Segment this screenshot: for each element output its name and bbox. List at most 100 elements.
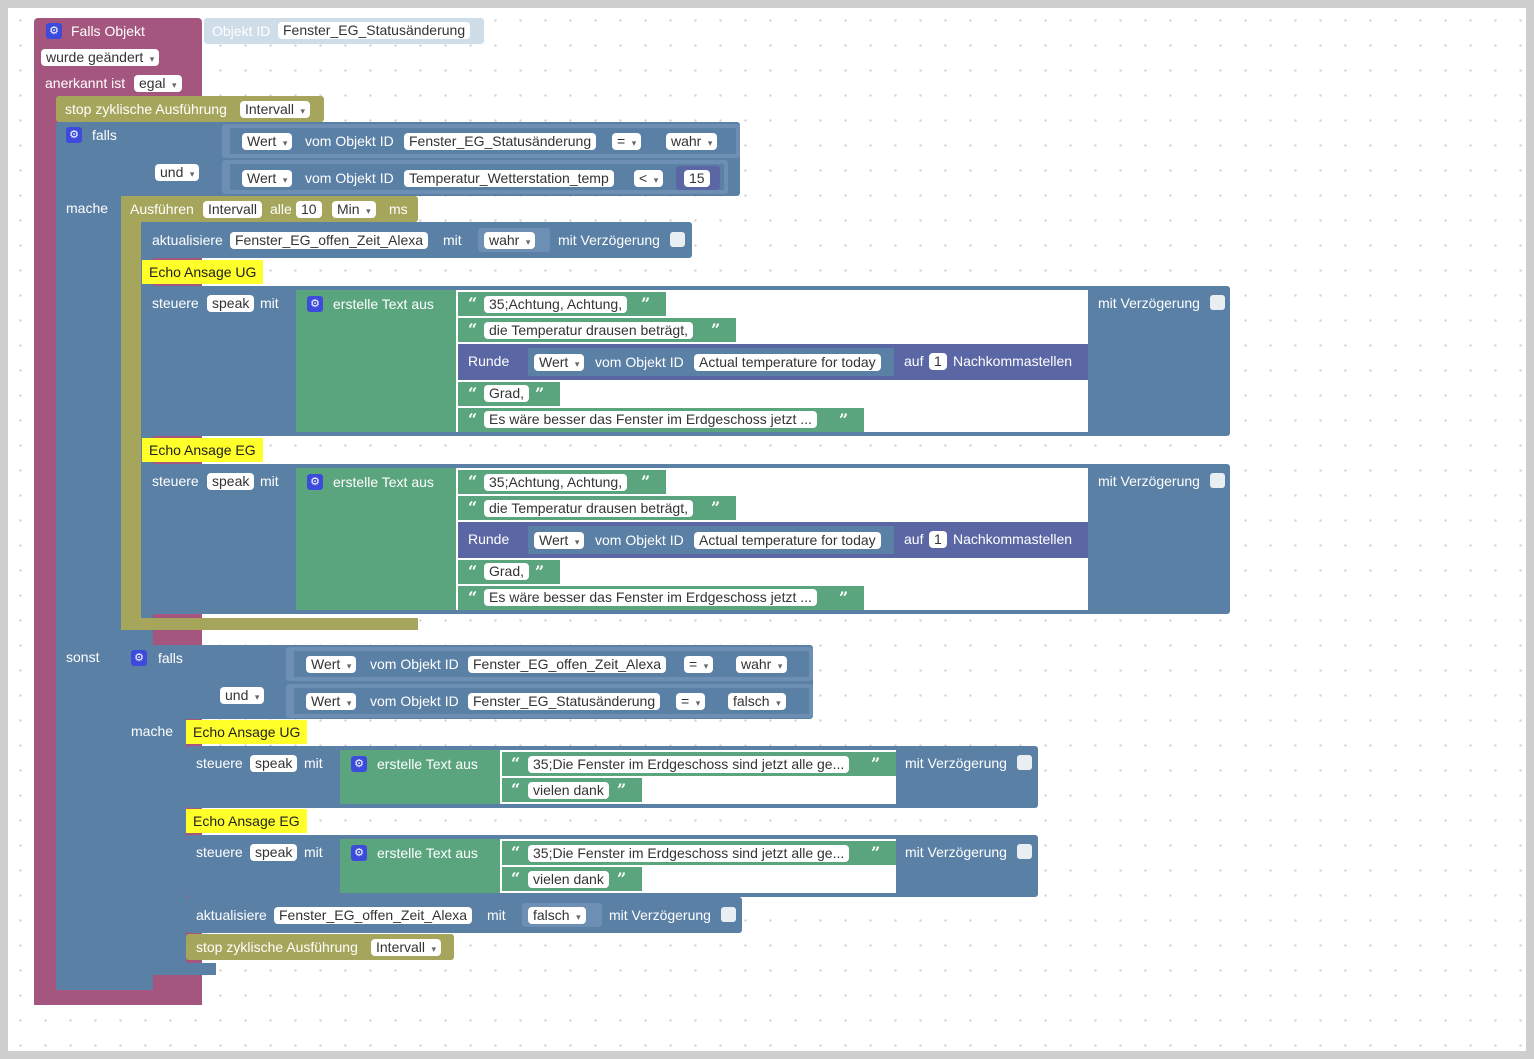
operator-dropdown[interactable]: =	[676, 693, 706, 710]
gear-icon[interactable]: ⚙	[307, 296, 323, 312]
object-id-label: vom Objekt ID	[370, 656, 459, 672]
control-object-field[interactable]: speak	[207, 295, 255, 312]
quote-close-icon: ”	[535, 384, 545, 403]
value-dropdown[interactable]: Wert	[306, 693, 357, 710]
text-literal-field[interactable]: Es wäre besser das Fenster im Erdgeschos…	[484, 589, 817, 606]
gear-icon[interactable]: ⚙	[46, 23, 62, 39]
text-literal-field[interactable]: Grad,	[484, 385, 530, 402]
control-object-field[interactable]: speak	[250, 844, 298, 861]
object-id-field[interactable]: Actual temperature for today	[694, 532, 881, 549]
gear-icon[interactable]: ⚙	[307, 474, 323, 490]
update-with-label: mit	[487, 907, 506, 923]
operator-dropdown[interactable]: <	[634, 170, 664, 187]
value-dropdown[interactable]: Wert	[242, 170, 293, 187]
text-literal-field[interactable]: 35;Die Fenster im Erdgeschoss sind jetzt…	[528, 845, 850, 862]
bool-dropdown[interactable]: falsch	[728, 693, 786, 710]
comment-echo-ug[interactable]: Echo Ansage UG	[186, 720, 308, 744]
changed-dropdown[interactable]: wurde geändert	[41, 49, 160, 66]
acknowledged-dropdown[interactable]: egal	[134, 75, 182, 92]
trigger-object-id[interactable]: Fenster_EG_Statusänderung	[278, 22, 471, 39]
gear-icon[interactable]: ⚙	[351, 756, 367, 772]
object-id-label: Objekt ID	[212, 23, 271, 39]
value-dropdown[interactable]: Wert	[306, 656, 357, 673]
object-id-field[interactable]: Temperatur_Wetterstation_temp	[404, 170, 614, 187]
round-digits-field[interactable]: 1	[929, 531, 947, 548]
object-id-field[interactable]: Fenster_EG_Statusänderung	[468, 693, 661, 710]
comment-echo-eg[interactable]: Echo Ansage EG	[186, 809, 307, 833]
text-literal-field[interactable]: 35;Die Fenster im Erdgeschoss sind jetzt…	[528, 756, 850, 773]
control-object-field[interactable]: speak	[250, 755, 298, 772]
comment-echo-eg[interactable]: Echo Ansage EG	[142, 438, 263, 462]
and-operator-dropdown[interactable]: und	[155, 164, 200, 181]
else-if-falls-label: falls	[158, 650, 183, 666]
bool-dropdown[interactable]: wahr	[666, 133, 718, 150]
text-join-block[interactable]	[296, 468, 456, 610]
control-with-label: mit	[304, 844, 323, 860]
operator-dropdown[interactable]: =	[684, 656, 714, 673]
blockly-workspace[interactable]: ⚙ Falls Objekt Objekt ID Fenster_EG_Stat…	[8, 8, 1526, 1051]
interval-ms-label: ms	[389, 201, 408, 217]
bool-dropdown[interactable]: falsch	[528, 907, 586, 924]
interval-block-body	[121, 196, 141, 626]
object-id-field[interactable]: Fenster_EG_Statusänderung	[404, 133, 597, 150]
control-label: steuere	[196, 755, 243, 771]
else-if-mache-label: mache	[131, 723, 174, 739]
control-with-label: mit	[260, 295, 279, 311]
round-decimals-label: Nachkommastellen	[953, 531, 1073, 547]
text-literal-field[interactable]: 35;Achtung, Achtung,	[484, 474, 628, 491]
stop-interval-dropdown[interactable]: Intervall	[371, 939, 442, 956]
number-field[interactable]: 15	[684, 170, 710, 187]
object-id-label: vom Objekt ID	[305, 170, 394, 186]
update-object-field[interactable]: Fenster_EG_offen_Zeit_Alexa	[230, 232, 429, 249]
round-label: Runde	[468, 531, 510, 547]
gear-icon[interactable]: ⚙	[351, 845, 367, 861]
quote-open-icon: “	[511, 754, 521, 773]
update-object-field[interactable]: Fenster_EG_offen_Zeit_Alexa	[274, 907, 473, 924]
text-literal-field[interactable]: Grad,	[484, 563, 530, 580]
value-dropdown[interactable]: Wert	[534, 532, 585, 549]
text-literal-field[interactable]: vielen dank	[528, 871, 609, 888]
text-literal-field[interactable]: vielen dank	[528, 782, 609, 799]
interval-every-label: alle	[270, 201, 292, 217]
delay-label: mit Verzögerung	[905, 844, 1007, 860]
text-join-block[interactable]	[296, 290, 456, 432]
bool-dropdown[interactable]: wahr	[736, 656, 788, 673]
quote-open-icon: “	[468, 294, 478, 313]
text-literal-field[interactable]: Es wäre besser das Fenster im Erdgeschos…	[484, 411, 817, 428]
bool-dropdown[interactable]: wahr	[484, 232, 536, 249]
text-literal-field[interactable]: 35;Achtung, Achtung,	[484, 296, 628, 313]
delay-checkbox[interactable]	[721, 907, 736, 922]
value-dropdown[interactable]: Wert	[534, 354, 585, 371]
interval-count-field[interactable]: 10	[296, 201, 322, 218]
interval-name-field[interactable]: Intervall	[203, 201, 263, 218]
interval-label: Ausführen	[130, 201, 194, 217]
stop-label: stop zyklische Ausführung	[65, 101, 227, 117]
object-id-field[interactable]: Actual temperature for today	[694, 354, 881, 371]
gear-icon[interactable]: ⚙	[66, 127, 82, 143]
and-operator-dropdown[interactable]: und	[220, 687, 265, 704]
delay-checkbox[interactable]	[1017, 844, 1032, 859]
text-literal-field[interactable]: die Temperatur drausen beträgt,	[484, 322, 693, 339]
trigger-title: Falls Objekt	[71, 23, 145, 39]
text-literal-field[interactable]: die Temperatur drausen beträgt,	[484, 500, 693, 517]
acknowledged-label: anerkannt ist	[45, 75, 126, 91]
round-on-label: auf	[904, 353, 924, 369]
object-id-field[interactable]: Fenster_EG_offen_Zeit_Alexa	[468, 656, 667, 673]
quote-close-icon: ”	[839, 588, 849, 607]
control-with-label: mit	[260, 473, 279, 489]
text-join-label: erstelle Text aus	[333, 296, 434, 312]
delay-checkbox[interactable]	[1210, 295, 1225, 310]
gear-icon[interactable]: ⚙	[131, 650, 147, 666]
control-object-field[interactable]: speak	[207, 473, 255, 490]
stop-interval-dropdown[interactable]: Intervall	[240, 101, 311, 118]
delay-checkbox[interactable]	[1017, 755, 1032, 770]
quote-close-icon: ”	[535, 562, 545, 581]
operator-dropdown[interactable]: =	[612, 133, 642, 150]
comment-echo-ug[interactable]: Echo Ansage UG	[142, 260, 264, 284]
value-dropdown[interactable]: Wert	[242, 133, 293, 150]
delay-checkbox[interactable]	[1210, 473, 1225, 488]
interval-unit-dropdown[interactable]: Min	[332, 201, 376, 218]
round-digits-field[interactable]: 1	[929, 353, 947, 370]
delay-checkbox[interactable]	[670, 232, 685, 247]
round-on-label: auf	[904, 531, 924, 547]
